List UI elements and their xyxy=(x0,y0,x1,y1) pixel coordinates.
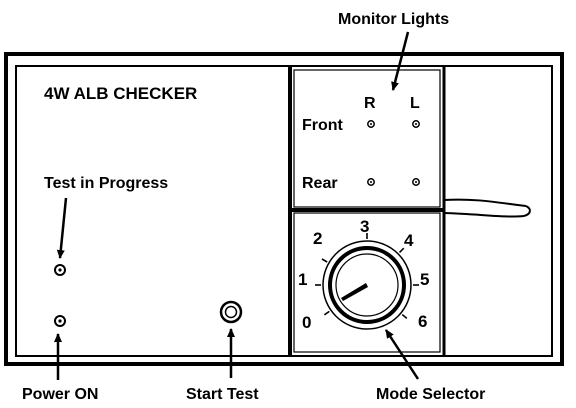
front-left-lamp-icon xyxy=(412,120,420,128)
dial-tick xyxy=(323,310,330,316)
power-on-label: Power ON xyxy=(22,386,98,403)
rear-left-lamp-icon xyxy=(412,178,420,186)
dial-number-1: 1 xyxy=(298,270,307,289)
dial-tick xyxy=(398,247,405,254)
dial-number-6: 6 xyxy=(418,312,427,331)
device-title: 4W ALB CHECKER xyxy=(44,84,197,103)
dial-number-5: 5 xyxy=(420,270,429,289)
mode-selector-label: Mode Selector xyxy=(376,386,485,403)
dial-tick xyxy=(401,313,408,320)
monitor-row-front: Front xyxy=(302,117,344,134)
power-on-lamp-core xyxy=(58,319,62,323)
cable xyxy=(443,198,527,207)
dial-number-3: 3 xyxy=(360,217,369,236)
rear-right-lamp-icon xyxy=(367,178,375,186)
monitor-lights-label: Monitor Lights xyxy=(338,11,449,28)
checker-housing xyxy=(4,52,564,366)
dial-ticks xyxy=(315,233,419,320)
checker-bezel xyxy=(15,65,553,357)
monitor-panel-inset xyxy=(293,69,441,208)
front-right-lamp-icon xyxy=(367,120,375,128)
monitor-lights-arrow xyxy=(391,31,410,91)
start-test-button[interactable] xyxy=(219,300,243,324)
dial-number-0: 0 xyxy=(302,313,311,332)
test-in-progress-label: Test in Progress xyxy=(44,175,168,192)
dial-pointer xyxy=(341,283,368,301)
dial-number-2: 2 xyxy=(313,229,322,248)
cable-lower xyxy=(443,212,525,218)
start-test-label: Start Test xyxy=(186,386,259,403)
monitor-col-r: R xyxy=(364,95,376,112)
dial-number-4: 4 xyxy=(404,231,414,250)
mode-selector-dial[interactable] xyxy=(322,240,412,330)
monitor-col-l: L xyxy=(410,95,420,112)
dial-tick xyxy=(321,258,328,263)
monitor-row-rear: Rear xyxy=(302,175,338,192)
test-in-progress-arrow xyxy=(56,197,68,259)
start-test-button-face xyxy=(224,305,238,319)
test-in-progress-lamp-core xyxy=(58,268,62,272)
mode-panel-inset xyxy=(293,212,441,353)
mode-selector-arrow xyxy=(384,329,420,380)
cable-end xyxy=(523,205,531,217)
